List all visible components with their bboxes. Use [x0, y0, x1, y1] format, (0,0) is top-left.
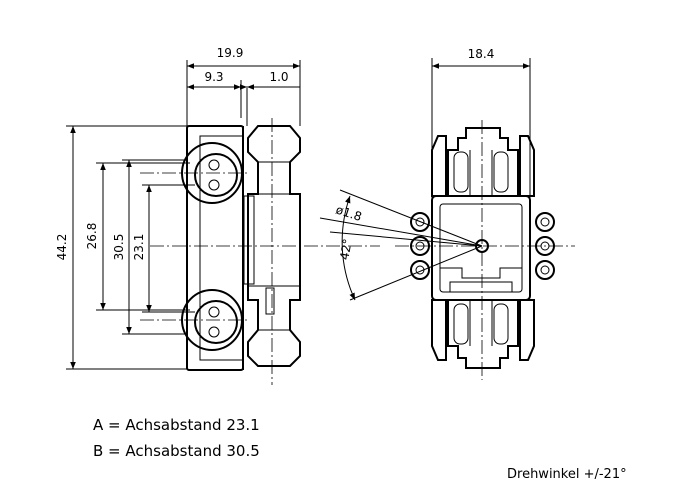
- dim-height-23-1: 23.1: [132, 234, 146, 261]
- front-view: 19.9 9.3 1.0 44.2 26.8 30.5 23.1: [55, 46, 380, 385]
- legend-line-b: B = Achsabstand 30.5: [93, 442, 260, 460]
- dim-width-total: 19.9: [217, 46, 244, 60]
- dim-width-right: 1.0: [269, 70, 288, 84]
- dim-width-left: 9.3: [204, 70, 223, 84]
- side-view: 18.4: [319, 47, 575, 380]
- dim-height-30-5: 30.5: [112, 234, 126, 261]
- dim-width-side: 18.4: [468, 47, 495, 61]
- legend-line-a: A = Achsabstand 23.1: [93, 416, 260, 434]
- dim-height-total: 44.2: [55, 234, 69, 261]
- dim-height-26-8: 26.8: [85, 223, 99, 250]
- rotation-note: Drehwinkel +/-21°: [507, 467, 627, 482]
- dim-angle: 42°: [337, 238, 354, 261]
